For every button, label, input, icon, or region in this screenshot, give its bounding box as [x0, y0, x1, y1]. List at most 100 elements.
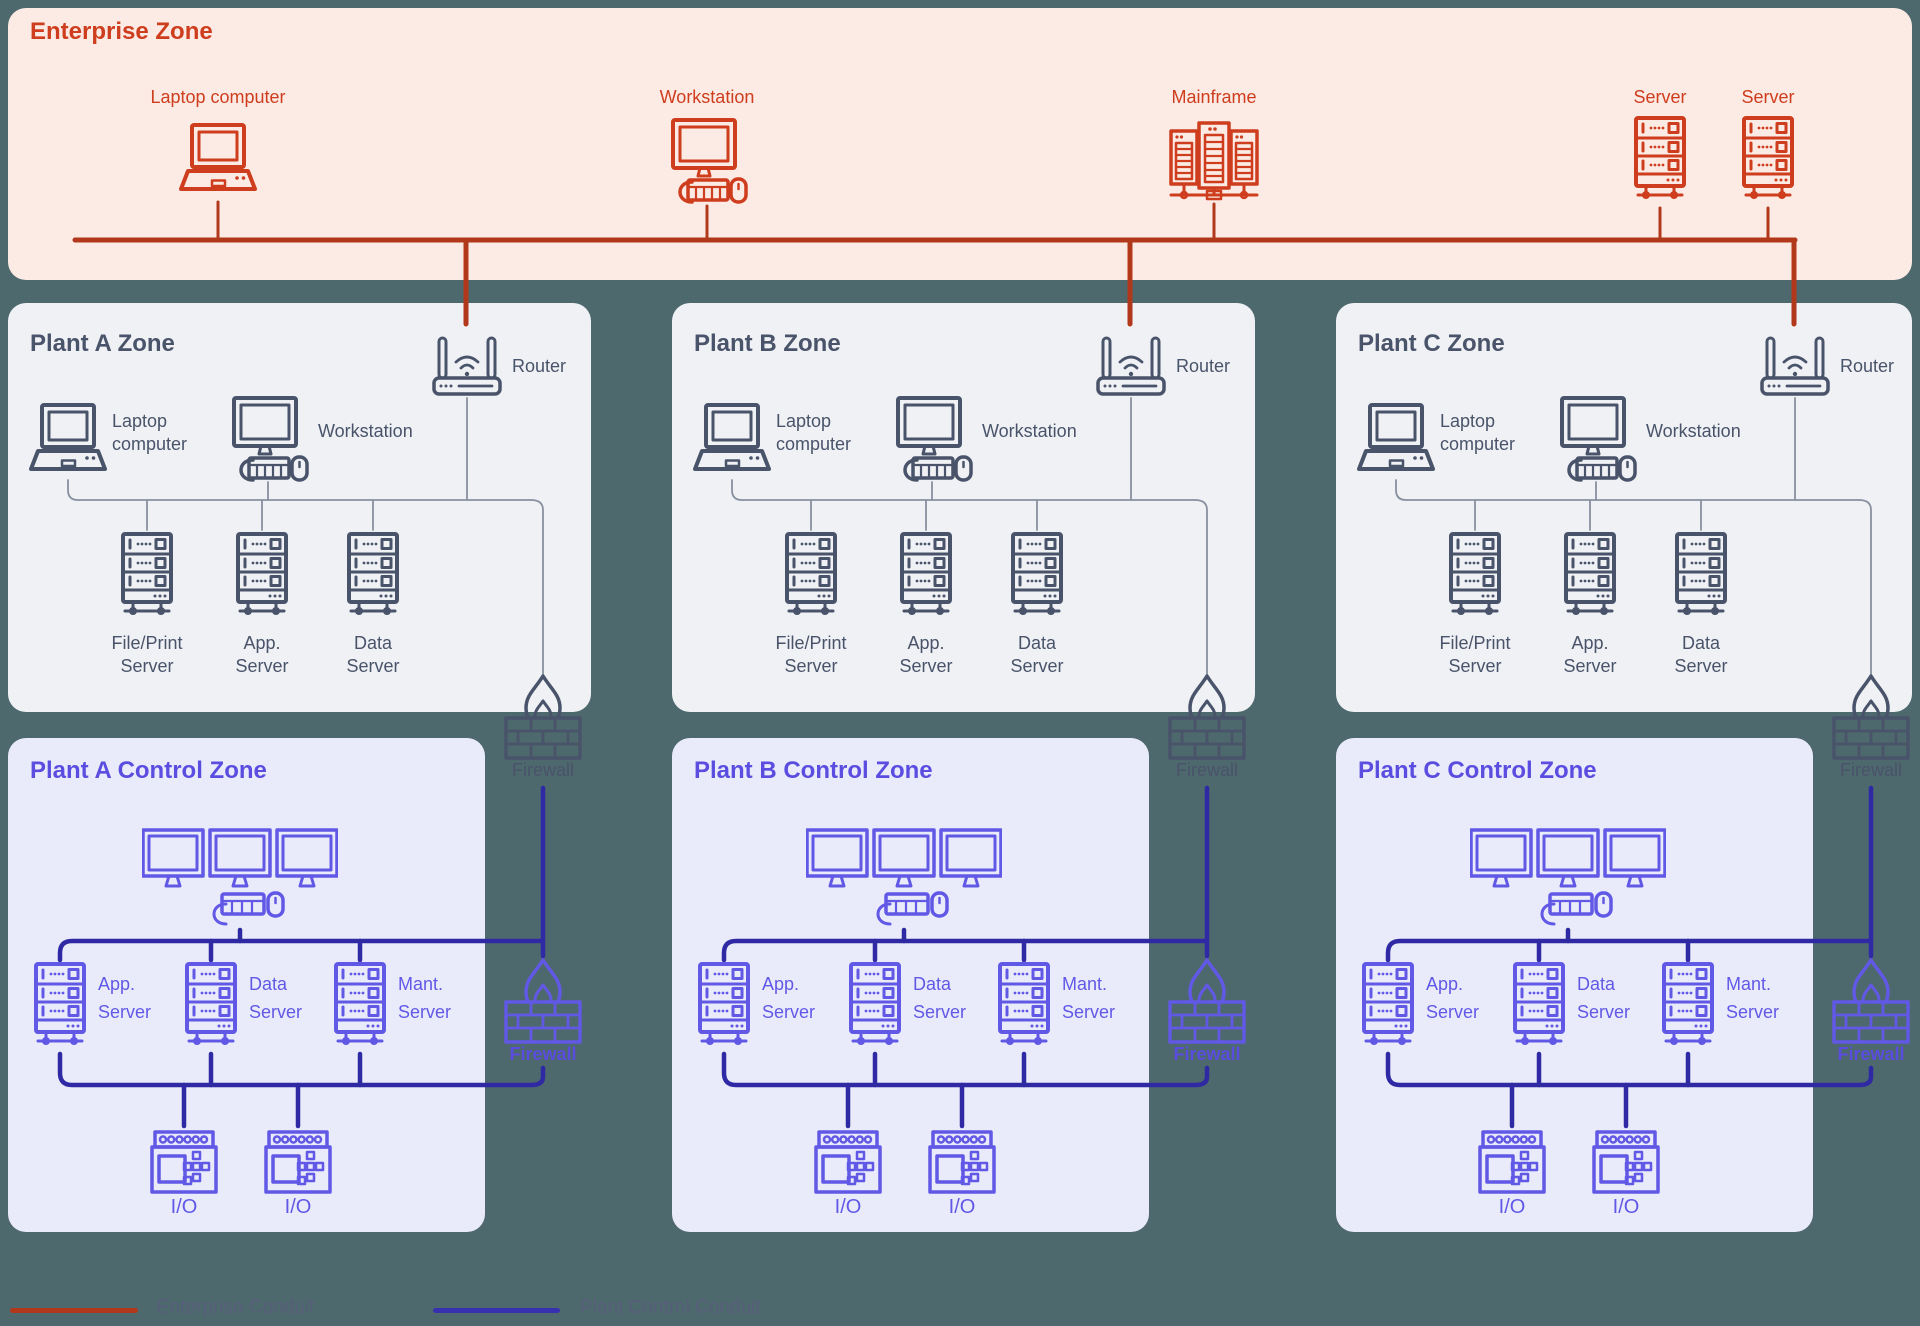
firewall-icon	[1832, 958, 1910, 1044]
laptop-icon	[25, 402, 111, 480]
server-icon	[785, 532, 837, 622]
laptop-label: Laptop computer	[776, 411, 852, 454]
laptop-label: Laptop computer	[1440, 411, 1516, 454]
workstation-icon	[1553, 396, 1639, 482]
firewall-label: Firewall	[511, 760, 574, 780]
server-label: App. Server	[1563, 633, 1617, 676]
server-label: Mant. Server	[1062, 974, 1116, 1022]
laptop-label: Laptop computer	[112, 411, 188, 454]
io-module-icon	[928, 1130, 996, 1194]
control-zone-title: Plant C Control Zone	[1358, 757, 1597, 784]
server-icon	[900, 532, 952, 622]
server-icon	[698, 962, 750, 1052]
router-icon	[1096, 336, 1166, 396]
workstation-label: Workstation	[1646, 421, 1741, 441]
server-icon	[1564, 532, 1616, 622]
server-icon	[1742, 116, 1794, 206]
server-label: App. Server	[1426, 974, 1480, 1022]
server-icon	[998, 962, 1050, 1052]
router-label: Router	[1176, 356, 1231, 376]
server-icon	[334, 962, 386, 1052]
server-label: File/Print Server	[1439, 633, 1511, 676]
io-module-icon	[150, 1130, 218, 1194]
enterprise-server-label: Server	[1741, 87, 1795, 107]
firewall-icon	[504, 958, 582, 1044]
plant-control-conduit-swatch	[433, 1308, 560, 1313]
io-module-icon	[264, 1130, 332, 1194]
io-label: I/O	[284, 1196, 312, 1218]
router-icon	[1760, 336, 1830, 396]
laptop-icon	[175, 122, 261, 200]
io-label: I/O	[170, 1196, 198, 1218]
server-icon	[1634, 116, 1686, 206]
server-icon	[1675, 532, 1727, 622]
io-label: I/O	[1612, 1196, 1640, 1218]
server-icon	[121, 532, 173, 622]
plant-zone-title: Plant B Zone	[694, 330, 841, 357]
io-label: I/O	[834, 1196, 862, 1218]
firewall-icon	[1168, 958, 1246, 1044]
server-icon	[34, 962, 86, 1052]
workstation-icon	[664, 118, 750, 204]
server-label: Data Server	[1674, 633, 1728, 676]
server-label: Data Server	[346, 633, 400, 676]
server-icon	[849, 962, 901, 1052]
server-label: File/Print Server	[775, 633, 847, 676]
workstation-icon	[889, 396, 975, 482]
server-label: App. Server	[98, 974, 152, 1022]
control-room-icon	[1470, 828, 1666, 928]
server-icon	[1662, 962, 1714, 1052]
control-room-icon	[806, 828, 1002, 928]
firewall-icon	[1168, 674, 1246, 760]
server-label: App. Server	[235, 633, 289, 676]
control-room-icon	[142, 828, 338, 928]
enterprise-zone-title: Enterprise Zone	[30, 18, 213, 45]
enterprise-mainframe-label: Mainframe	[1171, 87, 1257, 107]
server-label: Mant. Server	[398, 974, 452, 1022]
io-module-icon	[1592, 1130, 1660, 1194]
firewall-label: Firewall	[1173, 1044, 1241, 1064]
enterprise-laptop-label: Laptop computer	[150, 87, 286, 107]
workstation-icon	[225, 396, 311, 482]
server-label: Data Server	[1010, 633, 1064, 676]
server-label: Mant. Server	[1726, 974, 1780, 1022]
server-label: Data Server	[913, 974, 967, 1022]
legend-plant-control-conduit-label: Plant Control Conduit	[580, 1297, 761, 1318]
workstation-label: Workstation	[982, 421, 1077, 441]
server-label: Data Server	[249, 974, 303, 1022]
server-icon	[1513, 962, 1565, 1052]
laptop-icon	[689, 402, 775, 480]
control-zone-title: Plant A Control Zone	[30, 757, 267, 784]
server-label: App. Server	[899, 633, 953, 676]
plant-zone-title: Plant A Zone	[30, 330, 175, 357]
workstation-label: Workstation	[318, 421, 413, 441]
plant-zone-box	[672, 303, 1255, 712]
server-icon	[185, 962, 237, 1052]
enterprise-conduit-swatch	[10, 1308, 138, 1313]
control-zone-box	[8, 738, 485, 1232]
firewall-label: Firewall	[509, 1044, 577, 1064]
server-icon	[1011, 532, 1063, 622]
server-icon	[236, 532, 288, 622]
router-icon	[432, 336, 502, 396]
laptop-icon	[1353, 402, 1439, 480]
io-label: I/O	[1498, 1196, 1526, 1218]
server-icon	[1362, 962, 1414, 1052]
io-module-icon	[1478, 1130, 1546, 1194]
plant-zone-box	[8, 303, 591, 712]
firewall-icon	[1832, 674, 1910, 760]
firewall-label: Firewall	[1837, 1044, 1905, 1064]
enterprise-workstation-label: Workstation	[659, 87, 755, 107]
control-zone-title: Plant B Control Zone	[694, 757, 933, 784]
server-icon	[1449, 532, 1501, 622]
server-icon	[347, 532, 399, 622]
enterprise-server-label: Server	[1633, 87, 1687, 107]
firewall-icon	[504, 674, 582, 760]
plant-zone-title: Plant C Zone	[1358, 330, 1505, 357]
io-label: I/O	[948, 1196, 976, 1218]
server-label: App. Server	[762, 974, 816, 1022]
mainframe-icon	[1168, 118, 1260, 202]
legend-enterprise-conduit-label: Enterprise Conduit	[157, 1297, 315, 1318]
firewall-label: Firewall	[1839, 760, 1902, 780]
